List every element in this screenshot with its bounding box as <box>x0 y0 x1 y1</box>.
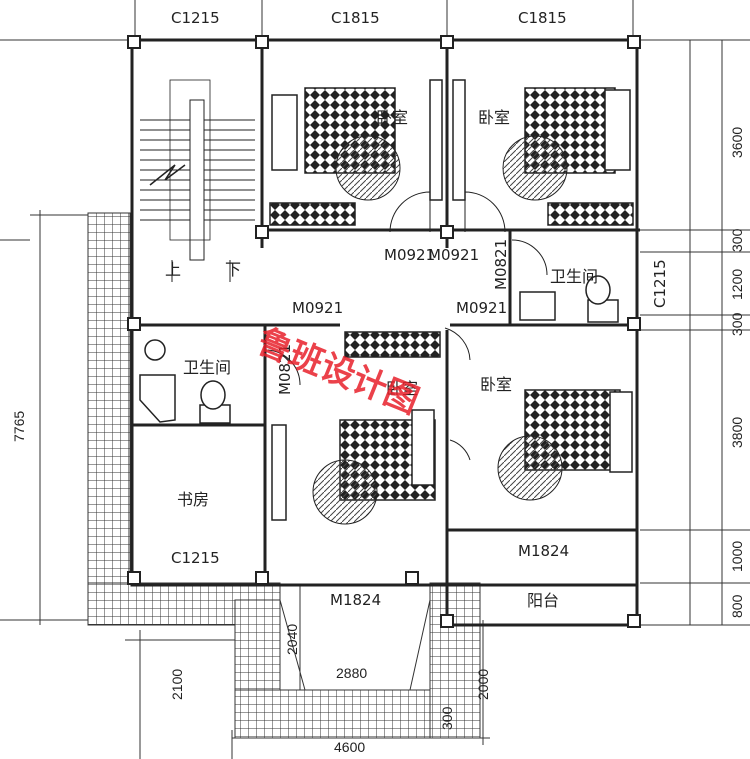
dim-right-7: 800 <box>729 594 745 618</box>
dimension-labels: 3600 300 1200 300 3800 1000 800 7765 210… <box>11 127 745 755</box>
window-label-top-mid: C1815 <box>331 9 380 27</box>
walls <box>130 38 640 627</box>
dim-right-6: 1000 <box>729 541 745 572</box>
dim-right-3: 1200 <box>729 269 745 300</box>
room-label-study: 书房 <box>177 490 209 509</box>
room-label-bed2: 卧室 <box>478 108 510 127</box>
opening-labels: C1215 C1815 C1815 C1215 C1215 M0921 M092… <box>171 9 669 609</box>
dim-balcony-width: 2880 <box>336 665 367 681</box>
dim-small-300: 300 <box>439 706 455 730</box>
dim-balcony-depth: 2040 <box>284 624 300 655</box>
room-label-bed1: 卧室 <box>376 108 408 127</box>
terrace-tiles <box>87 212 481 739</box>
window-label-right-wc: C1215 <box>651 259 669 308</box>
bathroom-fixtures <box>139 275 619 424</box>
door-label-bed4-balcony: M1824 <box>518 542 569 560</box>
stair-label-down: 下 <box>225 260 241 279</box>
staircase <box>140 79 255 282</box>
rugs <box>312 135 568 525</box>
room-label-wc-right: 卫生间 <box>550 267 598 286</box>
beds <box>271 87 633 501</box>
dim-right-1: 3600 <box>729 127 745 158</box>
door-label-wc-left: M0821 <box>276 344 294 395</box>
dim-left-bottom: 2100 <box>169 669 185 700</box>
wardrobes <box>269 79 634 521</box>
dim-bottom-width: 4600 <box>334 739 365 755</box>
door-label-bed1: M0921 <box>384 246 435 264</box>
doors <box>267 191 548 461</box>
room-label-bed3: 卧室 <box>386 379 418 398</box>
room-label-balcony: 阳台 <box>527 591 559 610</box>
dim-right-bottom: 2000 <box>475 669 491 700</box>
dim-right-2: 300 <box>729 228 745 252</box>
door-label-bed2: M0921 <box>428 246 479 264</box>
dim-right-5: 3800 <box>729 417 745 448</box>
door-label-hall: M0921 <box>292 299 343 317</box>
columns <box>127 35 641 628</box>
stair-label-up: 上 <box>165 260 181 279</box>
room-label-bed4: 卧室 <box>480 375 512 394</box>
room-labels: 卧室 卧室 卫生间 卫生间 卧室 卧室 书房 阳台 上 下 <box>165 108 598 610</box>
dim-right-4: 300 <box>729 312 745 336</box>
window-label-top-right: C1815 <box>518 9 567 27</box>
door-label-bed3-balcony: M1824 <box>330 591 381 609</box>
window-label-study: C1215 <box>171 549 220 567</box>
door-label-bed4: M0921 <box>456 299 507 317</box>
room-label-wc-left: 卫生间 <box>183 358 231 377</box>
window-label-top-left: C1215 <box>171 9 220 27</box>
door-label-wc-right: M0821 <box>492 239 510 290</box>
dim-left-total: 7765 <box>11 411 27 442</box>
